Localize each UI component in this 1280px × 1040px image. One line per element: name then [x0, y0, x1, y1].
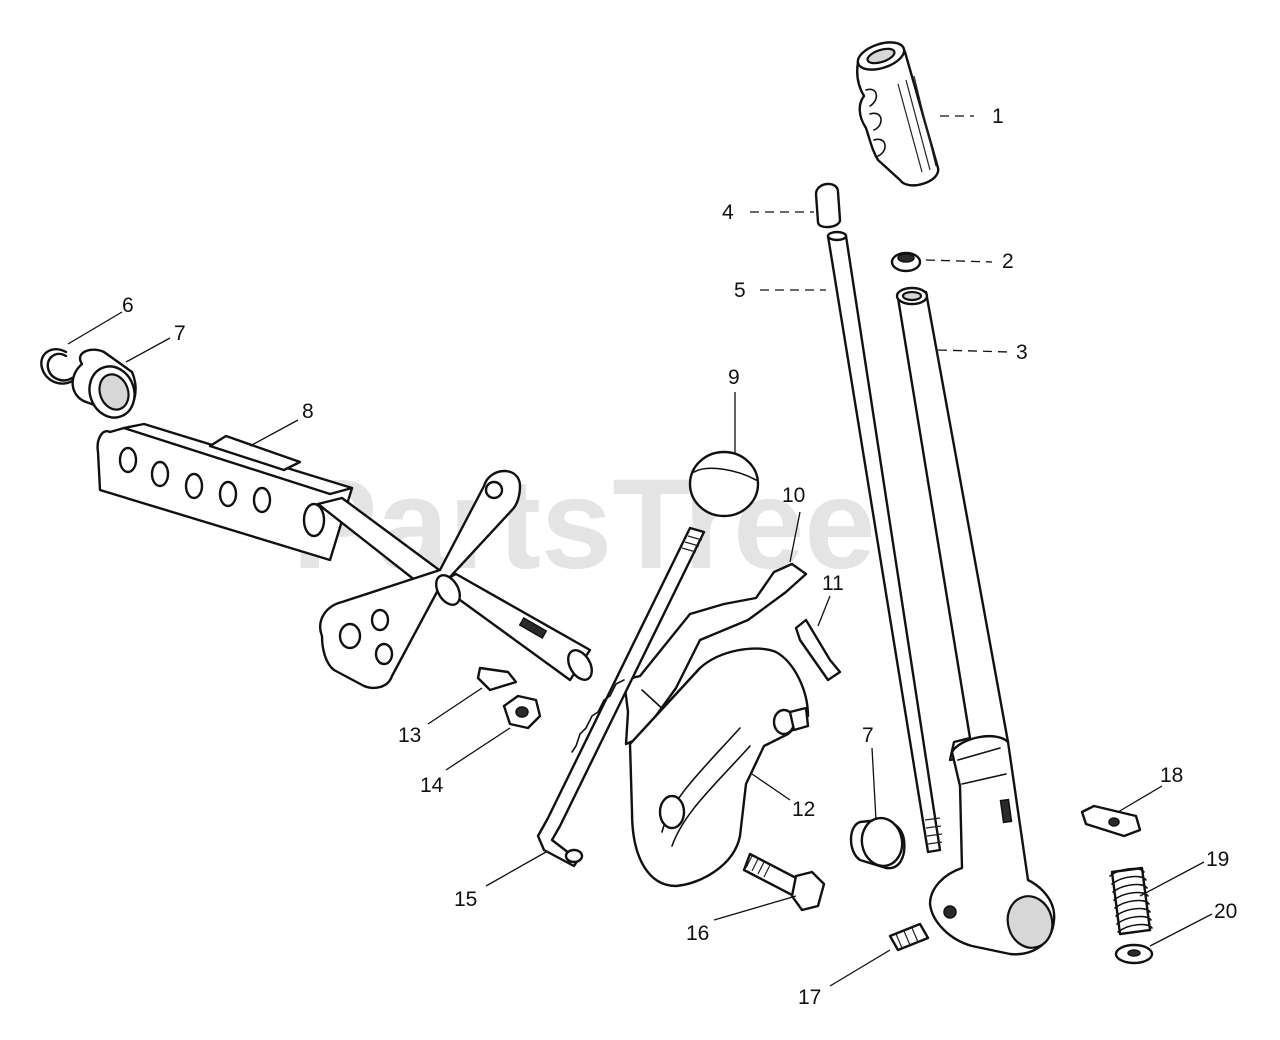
- part-16-bolt[interactable]: [742, 852, 826, 912]
- callout-15: 15: [454, 888, 477, 911]
- part-9-knob[interactable]: [688, 450, 760, 518]
- callout-labels: 1 2 3 4 5 6 7 8 9 10 11 12 13 14 15 16 1…: [122, 105, 1237, 1009]
- callout-14: 14: [420, 774, 444, 797]
- callout-3: 3: [1016, 341, 1028, 364]
- part-1-grip[interactable]: [854, 37, 940, 187]
- leader-lines: [67, 115, 1213, 987]
- part-19-spring[interactable]: [1109, 866, 1153, 936]
- part-6-snap-ring[interactable]: [40, 347, 76, 385]
- callout-12: 12: [792, 798, 815, 821]
- callout-18: 18: [1160, 764, 1183, 787]
- callout-10: 10: [782, 484, 805, 507]
- part-7-bushing-lower[interactable]: [849, 815, 906, 870]
- part-17-set-screw[interactable]: [888, 922, 930, 952]
- callout-16: 16: [686, 922, 709, 945]
- part-18-plate[interactable]: [1080, 804, 1142, 838]
- part-7-bushing-upper[interactable]: [71, 348, 142, 424]
- callout-13: 13: [398, 724, 421, 747]
- callout-7-upper: 7: [174, 322, 186, 345]
- watermark: PartsTree TM: [292, 453, 944, 596]
- part-2-grommet[interactable]: [890, 251, 922, 273]
- callout-7-lower: 7: [862, 724, 874, 747]
- callout-6: 6: [122, 294, 134, 317]
- part-15-shift-rod[interactable]: [536, 526, 706, 868]
- part-8-shaft-bracket[interactable]: [96, 422, 597, 690]
- callout-4: 4: [722, 201, 734, 224]
- callout-8: 8: [302, 400, 314, 423]
- callout-2: 2: [1002, 250, 1014, 273]
- part-11-key[interactable]: [794, 618, 842, 682]
- callout-17: 17: [798, 986, 821, 1009]
- callout-9: 9: [728, 366, 740, 389]
- part-4-cap[interactable]: [814, 182, 842, 229]
- part-12-shift-plate[interactable]: [628, 647, 810, 888]
- callout-20: 20: [1214, 900, 1237, 923]
- callout-19: 19: [1206, 848, 1229, 871]
- part-5-rod[interactable]: [826, 230, 943, 854]
- callout-11: 11: [822, 572, 844, 595]
- part-13-key[interactable]: [476, 666, 518, 692]
- part-3-shift-lever[interactable]: [895, 286, 1058, 956]
- part-20-washer[interactable]: [1114, 943, 1154, 965]
- part-14-nut[interactable]: [502, 694, 542, 730]
- callout-1: 1: [992, 105, 1004, 128]
- callout-5: 5: [734, 279, 746, 302]
